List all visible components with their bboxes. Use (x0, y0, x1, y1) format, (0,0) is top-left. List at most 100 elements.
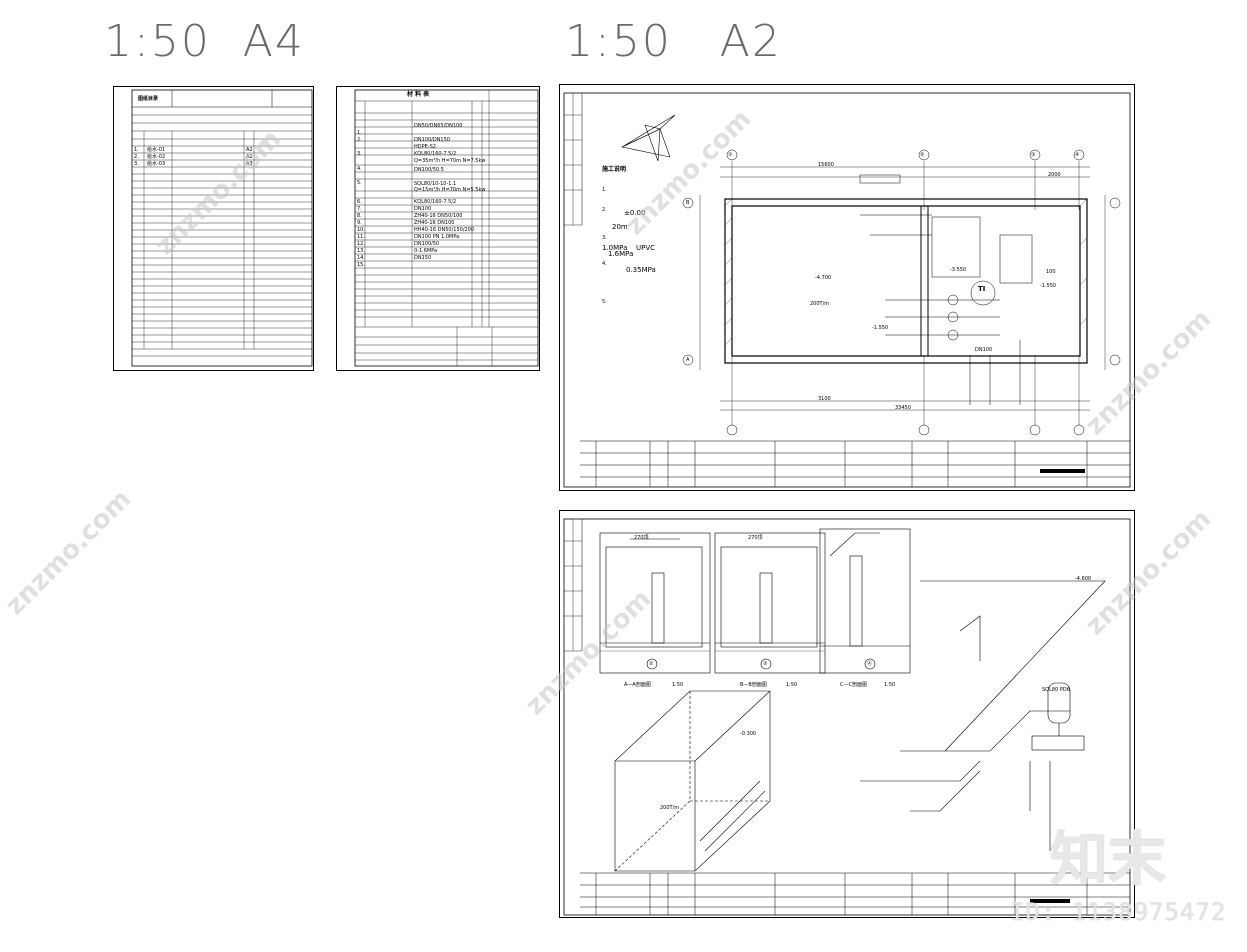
material-table-title: 材 料 表 (407, 91, 430, 98)
note-item-5: 5. (602, 299, 607, 305)
plan-drawing-sheet: 施工说明 1. 2. 3. 4. 5. ±0.00 20m 1.0MPa UPV… (559, 84, 1135, 491)
material-spec-10: DN100 (414, 206, 432, 212)
material-spec-6: DN100/50.5 (414, 167, 444, 173)
material-row-5: 5. (357, 180, 362, 186)
material-spec-11: ZH40-16 DN50/100 (414, 213, 463, 219)
material-row-9: 9. (357, 220, 362, 226)
section-c-title: C—C剖面图 (840, 682, 867, 688)
material-table-sheet: 材 料 表 1. 2. 3. 4. 5. 6. 7. 8. 9. 10. 11.… (336, 86, 540, 371)
note-item-1: 1. (602, 187, 607, 193)
drawing-list-row-2-size: A2 (246, 154, 253, 160)
material-row-2: 2. (357, 137, 362, 143)
note-value-pressure-1: 1.0MPa (602, 244, 628, 252)
elevation-right: -1.550 (1040, 283, 1057, 289)
elevation-tank: -4.700 (815, 275, 832, 281)
drawing-list-title: 图纸目录 (138, 96, 159, 102)
scale-label-a4: 1:50 A4 (104, 16, 305, 67)
plan-dim-100: 100 (1046, 269, 1056, 275)
drawing-list-grid (131, 89, 313, 367)
section-drawing (563, 518, 1131, 916)
axis-label-b-left: B (686, 200, 690, 206)
drawing-list-row-2-code: 给水-02 (147, 154, 166, 160)
section-a-scale: 1:50 (672, 682, 684, 688)
note-item-3: 3. (602, 235, 607, 241)
material-row-11: 11. (357, 234, 365, 240)
drawing-list-row-1-no: 1. (134, 147, 139, 153)
drawing-list-row-2-no: 2. (134, 154, 139, 160)
material-spec-17: DN150 (414, 255, 432, 261)
image-id-label: ID: 1138975472 (1010, 898, 1227, 926)
axis-label-1-top: ① (728, 152, 733, 158)
material-spec-2: DN100/DN150 (414, 137, 450, 143)
note-value-elevation: ±0.00 (624, 209, 646, 217)
material-spec-9: KQL80/160-7.5/2 (414, 199, 457, 205)
material-spec-4: KQL80/160-7.5/2 (414, 151, 457, 157)
section-b-scale: 1:50 (786, 682, 798, 688)
notes-heading: 施工说明 (602, 166, 627, 173)
elevation-pump-2: -3.550 (950, 267, 967, 273)
material-spec-7: SQL80/10-10-1.1 (414, 181, 457, 187)
plan-drawing (563, 92, 1131, 488)
section-c-axis: Ⓐ (867, 661, 873, 667)
axis-label-3-top: ③ (1031, 152, 1036, 158)
note-value-pipe: UPVC (636, 244, 656, 252)
section-c-scale: 1:50 (884, 682, 896, 688)
drawing-list-sheet: 图纸目录 1. 给水-01 A2 2. 给水-02 A2 3. 给水-03 A3 (113, 86, 314, 371)
material-row-6: 6. (357, 199, 362, 205)
dimension-right: 2000 (1048, 172, 1061, 178)
axis-label-a-left: A (686, 357, 690, 363)
drawing-list-row-1-size: A2 (246, 147, 253, 153)
elevation-pump-1: -1.550 (872, 325, 889, 331)
dimension-total: 33450 (895, 405, 911, 411)
section-drawing-sheet: A—A剖面图 1:50 B—B剖面图 1:50 C—C剖面图 1:50 ② ② … (559, 510, 1135, 918)
pipe-size-label: DN100 (975, 347, 993, 353)
material-row-14: 14. (357, 255, 365, 261)
material-row-15: 15. (357, 262, 365, 268)
material-row-4: 4. (357, 166, 362, 172)
material-row-7: 7. (357, 206, 362, 212)
axis-label-2-top: ② (920, 152, 925, 158)
material-spec-1: DN50/DN65/DN100 (414, 123, 463, 129)
note-value-height: 20m (612, 223, 628, 231)
material-spec-12: ZH40-16 DN100 (414, 220, 455, 226)
material-spec-3: HDPE-S2 (414, 144, 436, 150)
material-spec-8: Q=15m³/h H=70m N=5.5kw (414, 187, 486, 193)
material-row-1: 1. (357, 130, 362, 136)
material-spec-16: 0-1.6MPa (414, 248, 438, 254)
material-table-grid (354, 89, 539, 367)
tank-volume-label: 200T/m (810, 301, 830, 307)
section-b-title: B—B剖面图 (740, 682, 767, 688)
material-spec-13: HH40-16 DN50/150/200 (414, 227, 475, 233)
iso-elevation-a: -0.300 (740, 731, 757, 737)
section-a-tag: 270顶 (634, 535, 649, 541)
drawing-list-row-3-no: 3. (134, 161, 139, 167)
note-item-4: 4. (602, 261, 607, 267)
drawing-list-row-3-code: 给水-03 (147, 161, 166, 167)
dimension-bottom: 3100 (818, 396, 831, 402)
iso-pressure-tank-tag: SQL80 PD6 (1042, 687, 1070, 693)
material-row-10: 10. (357, 227, 365, 233)
north-arrow-icon (621, 114, 676, 162)
note-value-pressure-2: 1.6MPa (608, 250, 634, 258)
section-a-axis: ② (649, 661, 654, 667)
section-a-title: A—A剖面图 (624, 682, 651, 688)
drawing-list-row-3-size: A3 (246, 161, 253, 167)
note-item-2: 2. (602, 207, 607, 213)
section-b-tag: 270顶 (748, 535, 763, 541)
note-value-pressure-3: 0.35MPa (626, 266, 656, 274)
watermark-2: znzmo.com (0, 484, 138, 622)
brand-logo: 知末 (1050, 825, 1167, 893)
iso-tank-volume: 200T/m (660, 805, 680, 811)
pump-marker: TI (978, 285, 986, 293)
material-row-3: 3. (357, 151, 362, 157)
material-row-8: 8. (357, 213, 362, 219)
material-spec-14: DN100 PN 1.0MPa (414, 234, 460, 240)
section-b-axis: ② (763, 661, 768, 667)
material-row-13: 13. (357, 248, 365, 254)
drawing-list-row-1-code: 给水-01 (147, 147, 166, 153)
iso-elevation-b: -4.600 (1075, 576, 1092, 582)
material-spec-5: Q=35m³/h H=70m N=7.5kw (414, 158, 486, 164)
scale-label-a2: 1:50 A2 (565, 16, 782, 67)
material-spec-15: DN100/50 (414, 241, 440, 247)
axis-label-4-top: ④ (1075, 152, 1080, 158)
